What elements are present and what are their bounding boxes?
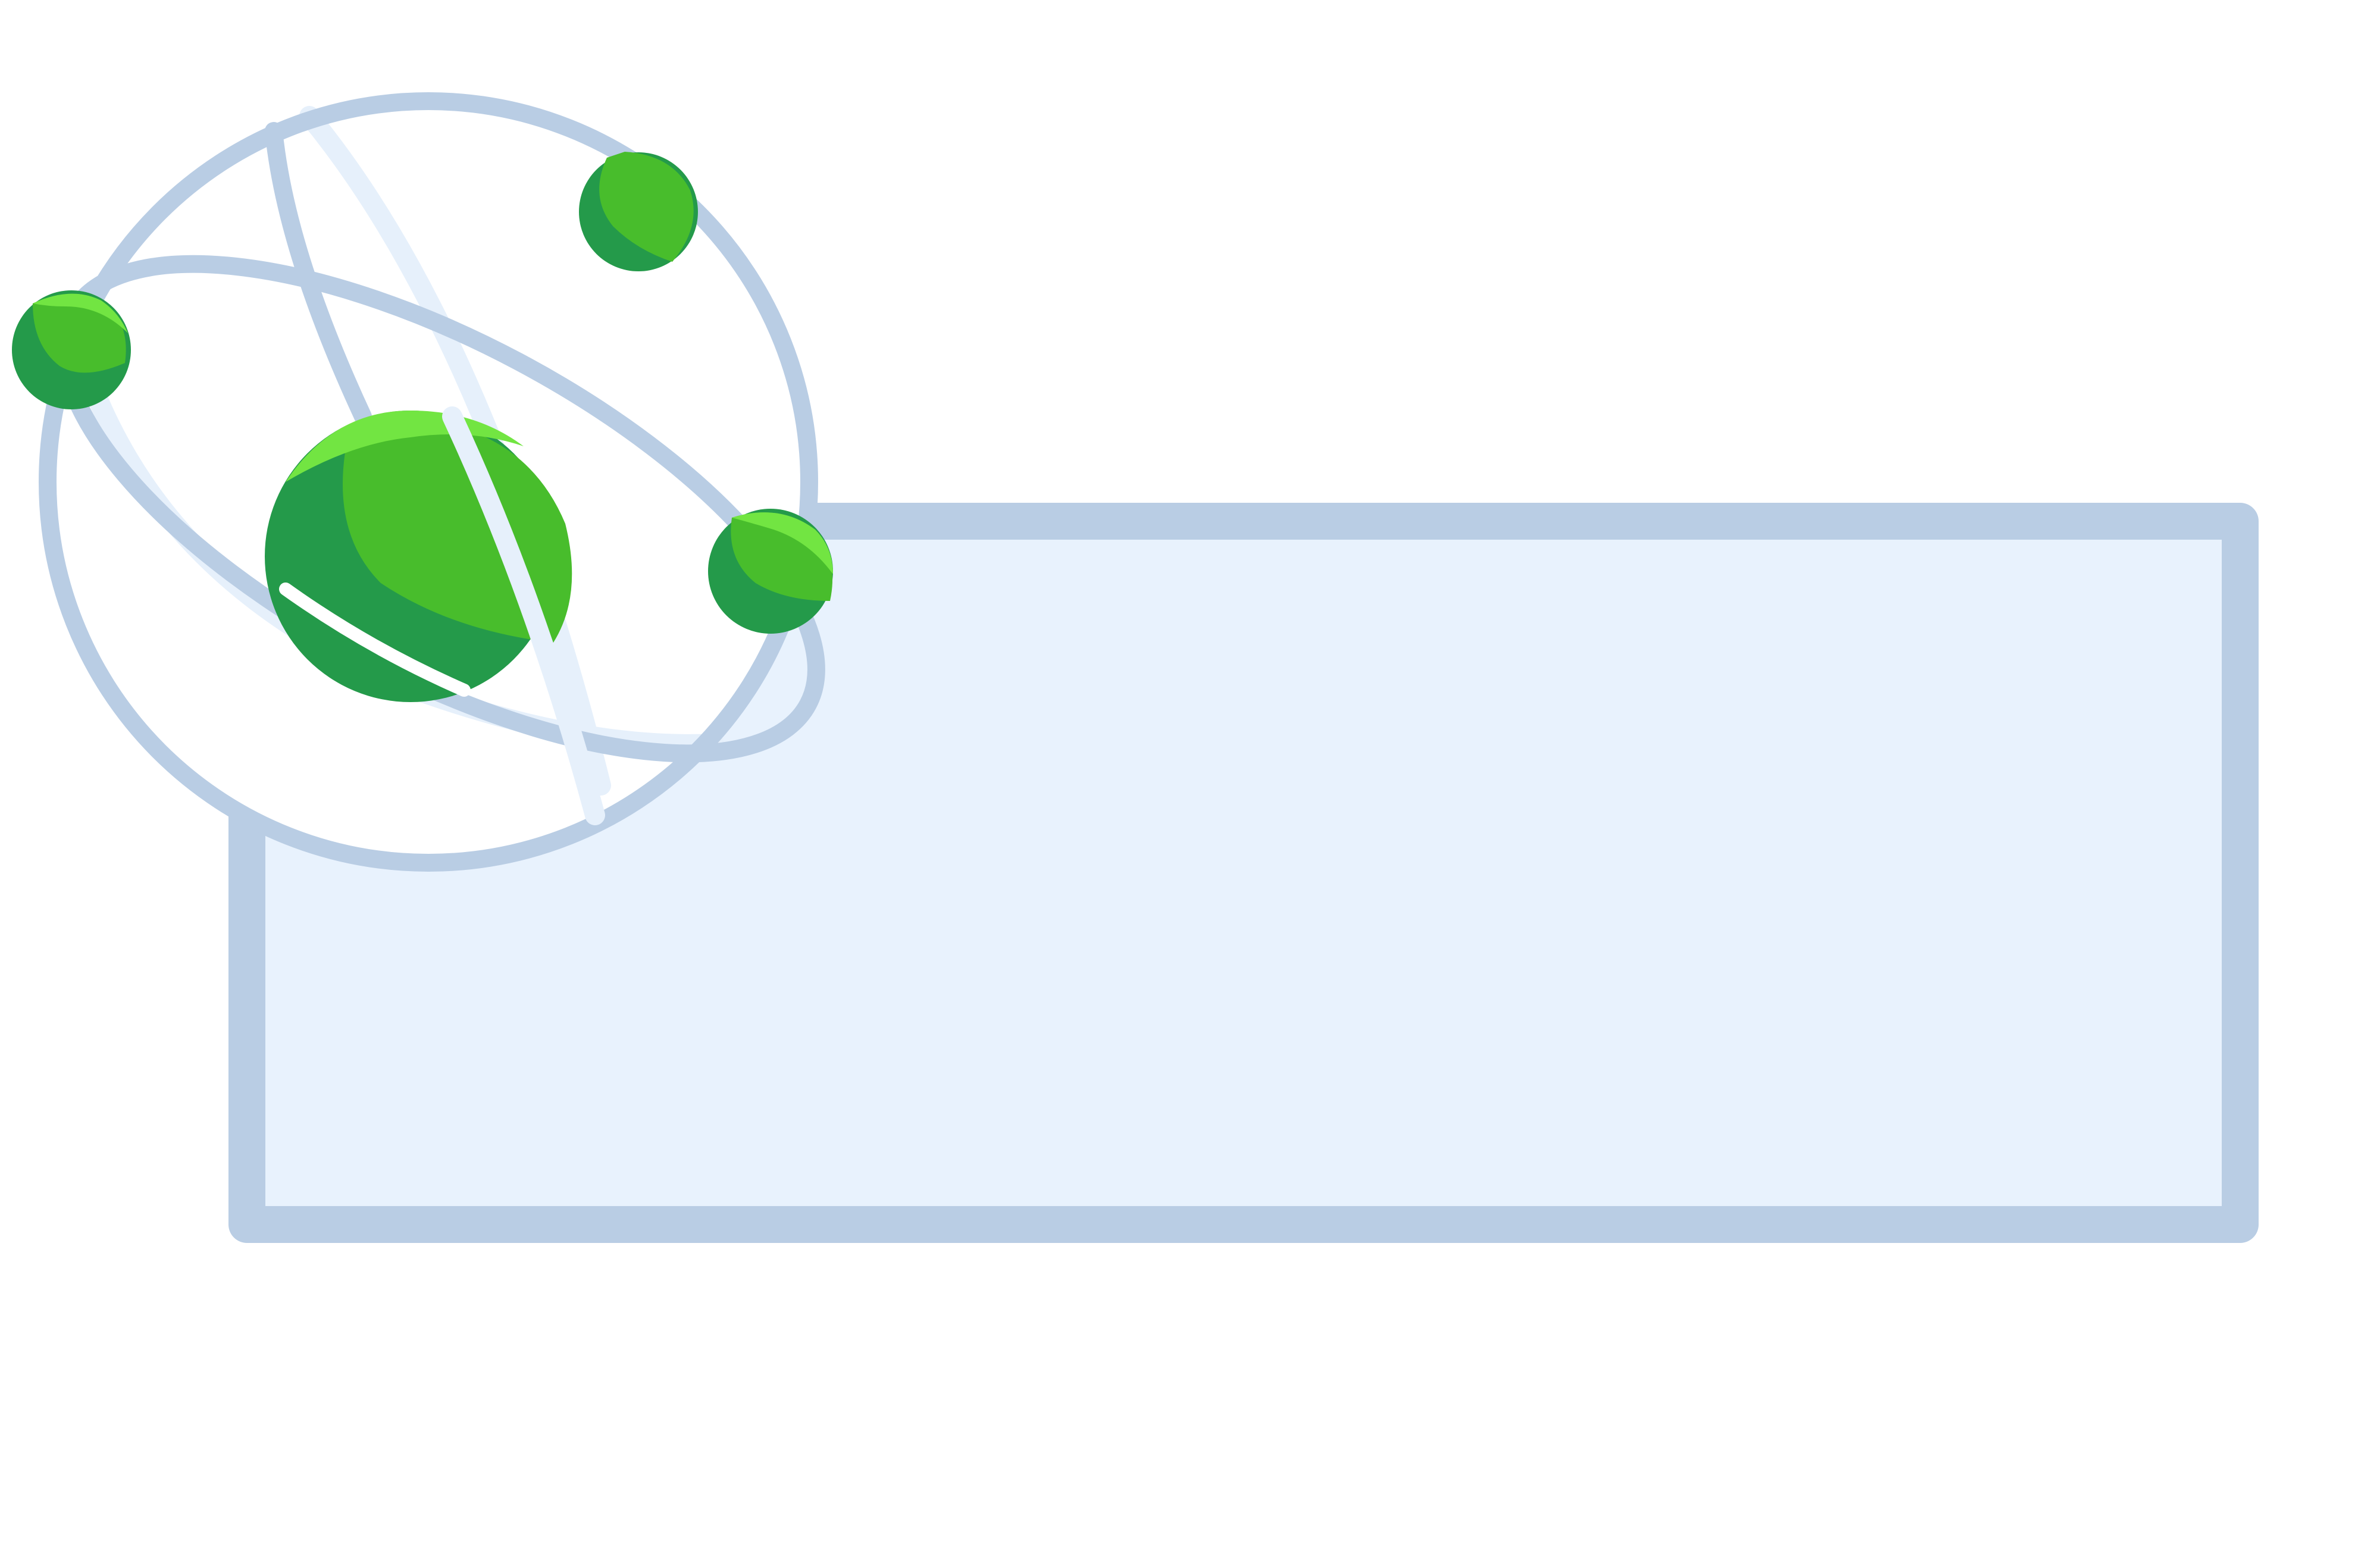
orbit-meridian-back — [265, 122, 372, 425]
satellite-left — [12, 290, 131, 409]
orbit-tilted-front — [279, 583, 471, 697]
orbit-meridian-front — [442, 406, 605, 825]
satellite-top-highlight — [599, 152, 694, 262]
globe-outline — [39, 92, 818, 872]
satellite-left-shine — [33, 293, 128, 333]
satellite-right-shine — [732, 512, 833, 574]
atom-globe-icon — [12, 92, 833, 872]
satellite-right — [708, 509, 833, 634]
orbit-light-meridian — [299, 106, 611, 796]
satellite-top — [579, 152, 698, 271]
